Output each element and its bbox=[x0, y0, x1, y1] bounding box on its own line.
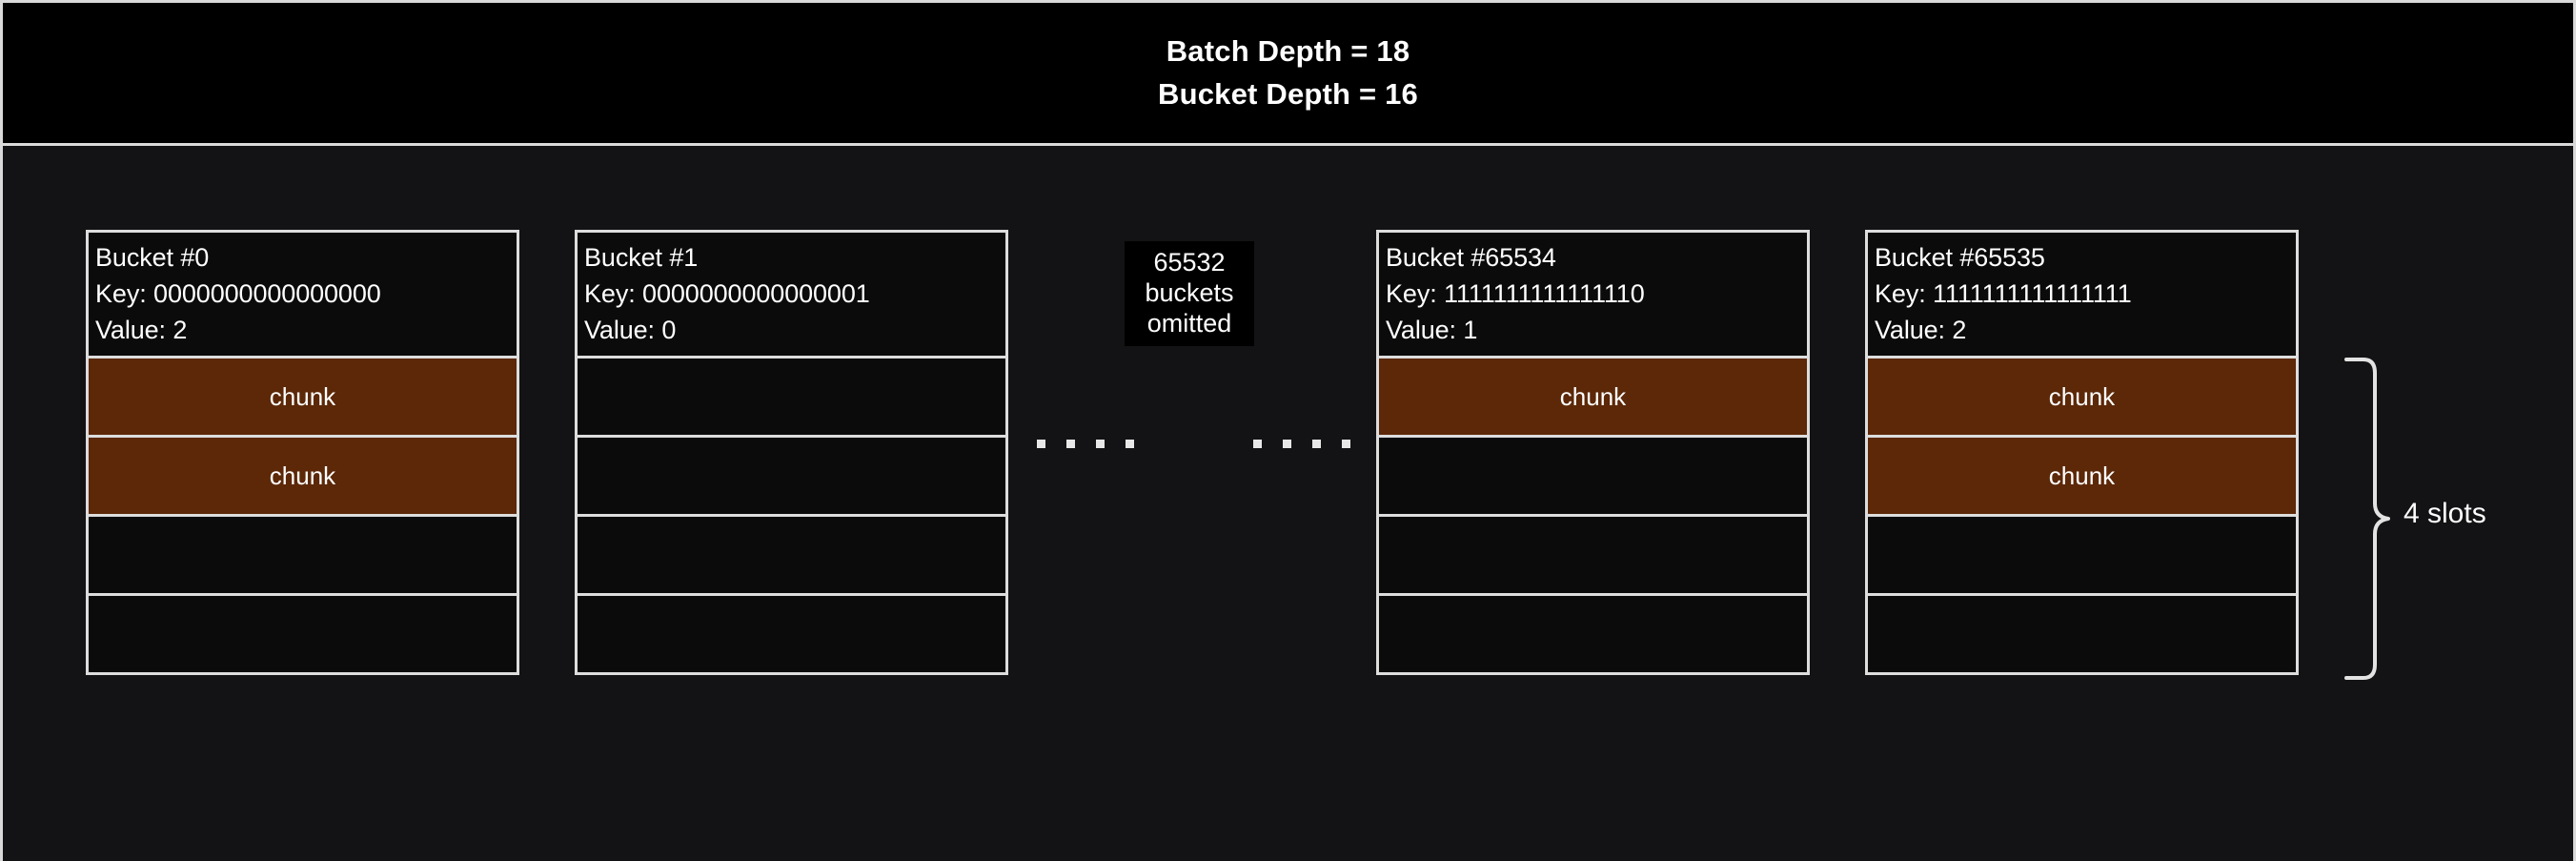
bucket-value: Value: 0 bbox=[584, 316, 677, 344]
buckets-canvas: Bucket #0 Key: 0000000000000000 Value: 2… bbox=[3, 149, 2573, 861]
dot-icon bbox=[1283, 439, 1291, 448]
slot-empty bbox=[1379, 596, 1807, 672]
bucket-title: Bucket #65535 bbox=[1875, 243, 2045, 272]
bucket-key: Key: 0000000000000000 bbox=[95, 279, 381, 308]
dot-icon bbox=[1126, 439, 1134, 448]
bucket-box-0: Bucket #0 Key: 0000000000000000 Value: 2… bbox=[86, 230, 519, 675]
dot-icon bbox=[1066, 439, 1075, 448]
slot-empty bbox=[89, 517, 517, 596]
omitted-count: 65532 bbox=[1153, 248, 1226, 277]
slot-empty bbox=[1868, 596, 2296, 672]
omitted-state: omitted bbox=[1146, 309, 1232, 338]
dot-icon bbox=[1342, 439, 1350, 448]
slot-chunk: chunk bbox=[1868, 359, 2296, 438]
curly-brace-icon bbox=[2344, 358, 2390, 680]
slot-chunk: chunk bbox=[1868, 438, 2296, 517]
bucket-header-65535: Bucket #65535 Key: 1111111111111111 Valu… bbox=[1868, 233, 2296, 359]
bucket-header-0: Bucket #0 Key: 0000000000000000 Value: 2 bbox=[89, 233, 517, 359]
bucket-box-65534: Bucket #65534 Key: 1111111111111110 Valu… bbox=[1376, 230, 1810, 675]
bucket-depth-label: Bucket Depth = 16 bbox=[1157, 76, 1418, 111]
slot-empty bbox=[578, 438, 1005, 517]
bucket-key: Key: 0000000000000001 bbox=[584, 279, 870, 308]
slot-empty bbox=[578, 359, 1005, 438]
omitted-buckets-label: 65532 buckets omitted bbox=[1125, 241, 1254, 346]
ellipsis-dots-right bbox=[1253, 439, 1350, 448]
bucket-header-1: Bucket #1 Key: 0000000000000001 Value: 0 bbox=[578, 233, 1005, 359]
dot-icon bbox=[1096, 439, 1105, 448]
slot-chunk: chunk bbox=[89, 438, 517, 517]
dot-icon bbox=[1312, 439, 1321, 448]
bucket-value: Value: 2 bbox=[1875, 316, 1967, 344]
bucket-value: Value: 1 bbox=[1386, 316, 1478, 344]
slot-empty bbox=[578, 596, 1005, 672]
ellipsis-dots-left bbox=[1037, 439, 1134, 448]
dot-icon bbox=[1253, 439, 1262, 448]
bucket-slots-0: chunk chunk bbox=[89, 359, 517, 672]
omitted-noun: buckets bbox=[1145, 278, 1234, 307]
bucket-slots-1 bbox=[578, 359, 1005, 672]
slot-chunk: chunk bbox=[1379, 359, 1807, 438]
slot-empty bbox=[578, 517, 1005, 596]
slot-empty bbox=[89, 596, 517, 672]
slots-count-label: 4 slots bbox=[2404, 498, 2486, 529]
bucket-slots-65534: chunk bbox=[1379, 359, 1807, 672]
bucket-title: Bucket #1 bbox=[584, 243, 699, 272]
bucket-header-65534: Bucket #65534 Key: 1111111111111110 Valu… bbox=[1379, 233, 1807, 359]
header-panel: Batch Depth = 18 Bucket Depth = 16 bbox=[3, 3, 2573, 146]
bucket-title: Bucket #0 bbox=[95, 243, 210, 272]
bucket-key: Key: 1111111111111111 bbox=[1875, 279, 2132, 308]
bucket-box-65535: Bucket #65535 Key: 1111111111111111 Valu… bbox=[1865, 230, 2299, 675]
slot-chunk: chunk bbox=[89, 359, 517, 438]
bucket-slots-65535: chunk chunk bbox=[1868, 359, 2296, 672]
omitted-buckets-group: 65532 buckets omitted bbox=[1037, 230, 1350, 675]
slot-empty bbox=[1379, 438, 1807, 517]
bucket-key: Key: 1111111111111110 bbox=[1386, 279, 1645, 308]
bucket-title: Bucket #65534 bbox=[1386, 243, 1556, 272]
slot-empty bbox=[1379, 517, 1807, 596]
batch-depth-label: Batch Depth = 18 bbox=[1166, 33, 1410, 68]
bucket-value: Value: 2 bbox=[95, 316, 188, 344]
slots-annotation: 4 slots bbox=[2343, 357, 2562, 681]
bucket-box-1: Bucket #1 Key: 0000000000000001 Value: 0 bbox=[575, 230, 1008, 675]
dot-icon bbox=[1037, 439, 1045, 448]
slot-empty bbox=[1868, 517, 2296, 596]
